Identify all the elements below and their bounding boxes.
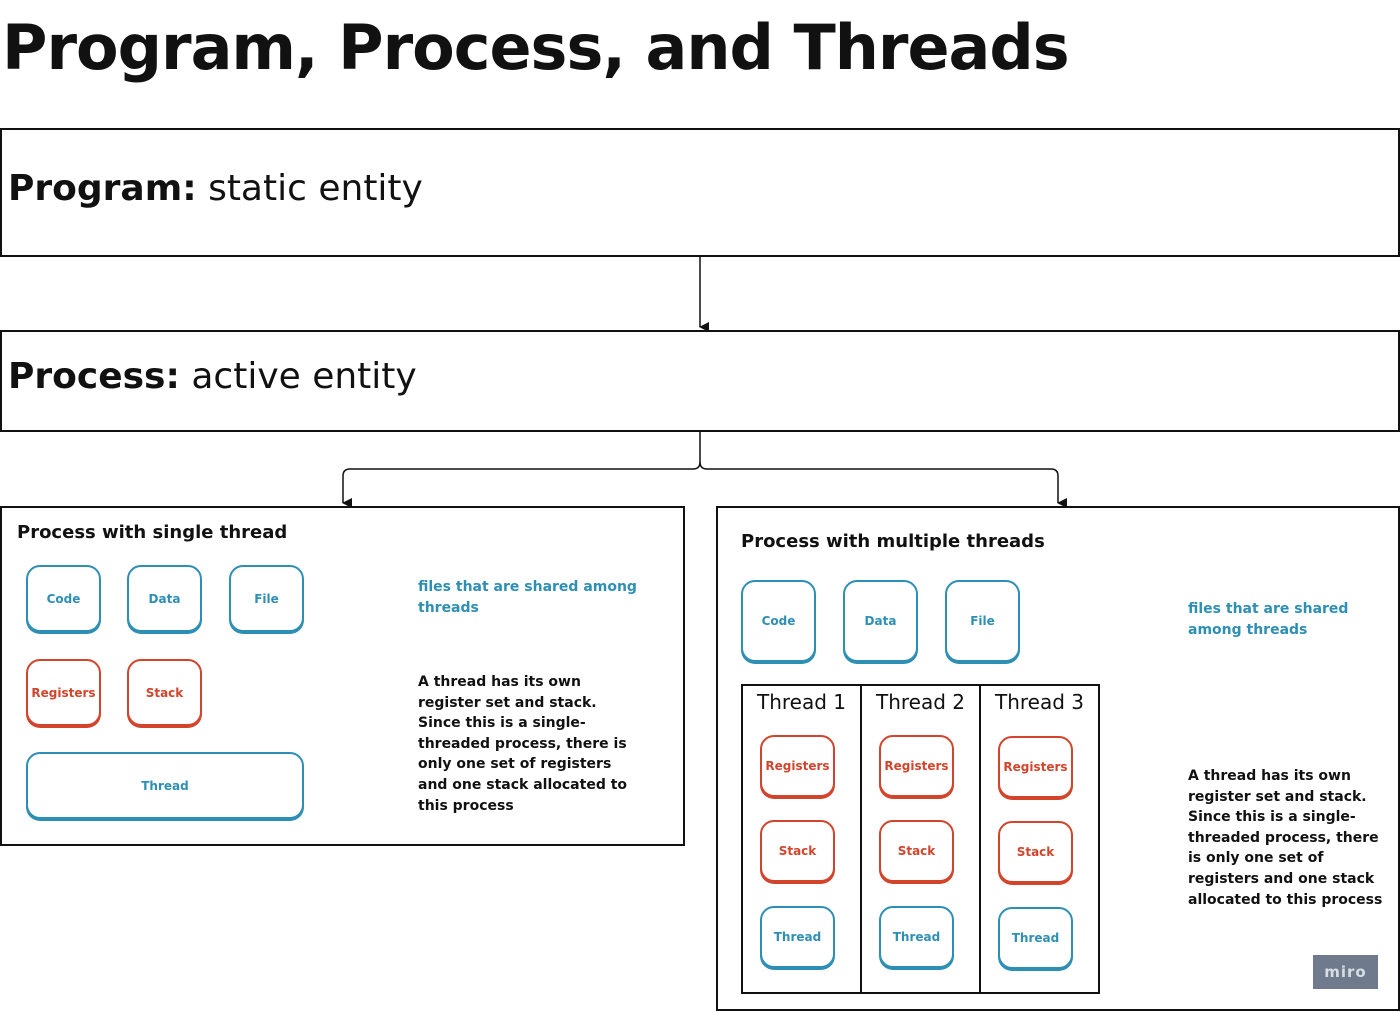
thread-column-3: Thread 3 Registers Stack Thread (979, 684, 1100, 994)
multi-file-tile: File (945, 580, 1020, 662)
multi-own-note: A thread has its own register set and st… (1188, 768, 1383, 908)
thread-3-stack-tile: Stack (998, 821, 1073, 883)
program-text: Program: static entity (8, 168, 423, 209)
thread-2-registers-tile: Registers (879, 735, 954, 797)
multi-panel-title: Process with multiple threads (741, 531, 1045, 552)
thread-2-thread-tile: Thread (879, 906, 954, 968)
thread-column-title: Thread 3 (994, 690, 1084, 714)
single-own-note: A thread has its own register set and st… (418, 674, 628, 814)
thread-1-stack-tile: Stack (760, 820, 835, 882)
process-label: Process: (8, 356, 180, 397)
single-data-tile: Data (127, 565, 202, 632)
page-title: Program, Process, and Threads (2, 11, 1070, 84)
single-stack-tile: Stack (127, 659, 202, 726)
thread-3-registers-tile: Registers (998, 736, 1073, 798)
process-text: Process: active entity (8, 356, 417, 397)
process-desc: active entity (191, 356, 417, 397)
program-label: Program: (8, 168, 197, 209)
multi-data-tile: Data (843, 580, 918, 662)
process-to-single-arrow (342, 432, 701, 508)
thread-column-1: Thread 1 Registers Stack Thread (741, 684, 862, 994)
thread-1-thread-tile: Thread (760, 906, 835, 968)
single-file-tile: File (229, 565, 304, 632)
thread-column-title: Thread 2 (875, 690, 965, 714)
program-desc: static entity (208, 168, 423, 209)
thread-3-thread-tile: Thread (998, 907, 1073, 969)
single-code-tile: Code (26, 565, 101, 632)
thread-2-stack-tile: Stack (879, 820, 954, 882)
thread-column-2: Thread 2 Registers Stack Thread (860, 684, 981, 994)
multi-shared-note: files that are shared among threads (1188, 601, 1349, 638)
single-panel-title: Process with single thread (17, 522, 288, 543)
multi-code-tile: Code (741, 580, 816, 662)
single-registers-tile: Registers (26, 659, 101, 726)
process-to-multi-arrow (699, 461, 1067, 508)
thread-1-registers-tile: Registers (760, 735, 835, 797)
miro-logo-icon: miro (1313, 955, 1378, 989)
thread-column-title: Thread 1 (756, 690, 846, 714)
program-box: Program: static entity (0, 128, 1400, 257)
single-thread-tile: Thread (26, 752, 304, 819)
single-shared-note: files that are shared among threads (418, 579, 637, 616)
